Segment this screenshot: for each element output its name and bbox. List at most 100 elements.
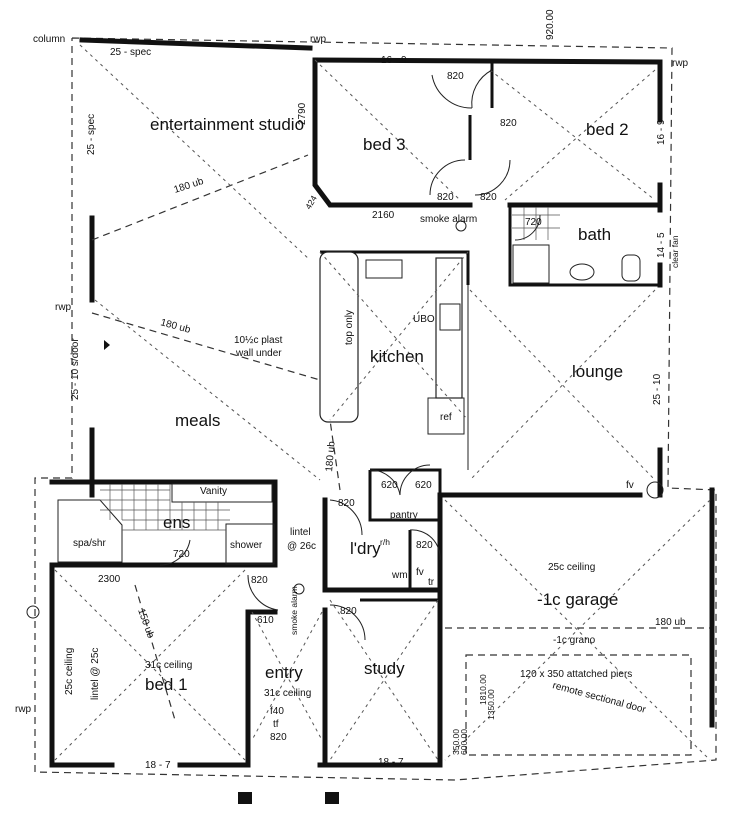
room-bed1: bed 1 bbox=[145, 675, 188, 694]
ceiling-31-bed: 31c ceiling bbox=[145, 660, 192, 671]
ldry-wall bbox=[322, 497, 443, 593]
dim-424: 424 bbox=[303, 193, 319, 211]
basin-icon bbox=[569, 263, 595, 281]
vanity-box bbox=[171, 483, 273, 503]
door-820-ldry: 820 bbox=[416, 540, 433, 551]
room-pantry: pantry bbox=[390, 510, 418, 521]
bath-tub bbox=[512, 244, 550, 284]
sectional-label: remote sectional door bbox=[551, 680, 647, 716]
room-bed2: bed 2 bbox=[586, 120, 629, 139]
dim-2160: 2160 bbox=[372, 210, 395, 221]
outer-wall-top bbox=[79, 37, 313, 51]
room-kitchen: kitchen bbox=[370, 347, 424, 366]
beam-2 bbox=[91, 312, 321, 381]
column-2 bbox=[325, 792, 339, 804]
bed3-wall bbox=[312, 57, 473, 208]
lintel-26: lintel bbox=[290, 527, 311, 538]
rwp-right: rwp bbox=[672, 58, 689, 69]
grano-label: -1c grano bbox=[553, 635, 596, 646]
clear-fan: clear fan bbox=[670, 235, 680, 268]
column-label: column bbox=[33, 34, 65, 45]
ceiling-diagonals bbox=[54, 44, 711, 761]
ub180-d: 180 ub bbox=[655, 617, 686, 628]
door-720-ens: 720 bbox=[173, 549, 190, 560]
site-boundary bbox=[34, 37, 717, 781]
ub180-b: 180 ub bbox=[159, 317, 192, 336]
dim-350: 350.00 bbox=[451, 729, 461, 755]
dim-25-10: 25 - 10 bbox=[652, 373, 663, 405]
tr-label: tr bbox=[428, 577, 435, 588]
garage-sectional-door bbox=[465, 654, 692, 756]
smoke-alarm-icon bbox=[455, 220, 467, 232]
bed1-wall bbox=[49, 562, 115, 768]
ref-label: ref bbox=[440, 412, 452, 423]
pantry-wall bbox=[368, 468, 442, 522]
rwp-bottom: rwp bbox=[15, 704, 32, 715]
ubo-label: UBO bbox=[413, 314, 435, 325]
arrow-icon bbox=[104, 340, 110, 350]
dim-16-9b: 16 - 9 bbox=[656, 119, 667, 145]
room-ens: ens bbox=[163, 513, 190, 532]
top-only-label: top only bbox=[344, 310, 355, 345]
bath-tiles bbox=[512, 207, 560, 240]
ub150: 150 ub bbox=[135, 607, 156, 640]
ceiling-25-left: 25c ceiling bbox=[64, 648, 75, 695]
fv-circle-icon bbox=[646, 481, 664, 499]
room-study: study bbox=[364, 659, 405, 678]
door-820-ldry-left: 820 bbox=[338, 498, 355, 509]
room-entry: entry bbox=[265, 663, 303, 682]
door-620-b: 620 bbox=[415, 480, 432, 491]
spec-top: 25 - spec bbox=[110, 47, 151, 58]
at-26c: @ 26c bbox=[287, 541, 316, 552]
shower-label: shower bbox=[230, 540, 263, 551]
bed1-right-wall bbox=[245, 609, 278, 768]
door-820-study: 820 bbox=[340, 606, 357, 617]
door-720-bath: 720 bbox=[525, 217, 542, 228]
cooktop-icon bbox=[439, 303, 461, 331]
room-bed3: bed 3 bbox=[363, 135, 406, 154]
beam-5 bbox=[134, 584, 176, 721]
ceiling-31-entry: 31c ceiling bbox=[264, 688, 311, 699]
ub180-c: 180 ub bbox=[324, 440, 338, 472]
room-entertainment-studio: entertainment studio bbox=[150, 115, 304, 134]
ens-tiles bbox=[100, 484, 230, 531]
tf-label: tf bbox=[273, 719, 279, 730]
room-ldry: l'dry bbox=[350, 539, 381, 558]
dim-2790: 2790 bbox=[297, 102, 308, 125]
spec-left: 25 - spec bbox=[86, 114, 97, 155]
column-1 bbox=[238, 792, 252, 804]
door-820-a: 820 bbox=[447, 71, 464, 82]
rwp-top: rwp bbox=[310, 34, 327, 45]
smoke-alarm-label-2: smoke alarm bbox=[289, 586, 299, 635]
dim-18-7a: 18 - 7 bbox=[145, 760, 171, 771]
sdoor-label: 25 - 10 s/door bbox=[70, 338, 81, 400]
dim-18-7b: 18 - 7 bbox=[378, 757, 404, 768]
room-garage: -1c garage bbox=[537, 590, 618, 609]
dim-920: 920.00 bbox=[545, 9, 556, 40]
room-lounge: lounge bbox=[572, 362, 623, 381]
toilet-icon bbox=[621, 254, 641, 282]
smoke-alarm-icon-2 bbox=[293, 583, 305, 595]
piers-label: 120 x 350 attatched piers bbox=[520, 669, 632, 680]
dim-1810: 1810.00 bbox=[478, 674, 488, 705]
room-meals: meals bbox=[175, 411, 220, 430]
beam-1 bbox=[91, 154, 309, 241]
dim-14-5: 14 - 5 bbox=[656, 232, 667, 258]
door-820-c: 820 bbox=[437, 192, 454, 203]
door-620-a: 620 bbox=[381, 480, 398, 491]
dim-16-9a: 16 - 9 bbox=[381, 55, 407, 66]
vanity-label: Vanity bbox=[200, 486, 227, 497]
smoke-alarm-label: smoke alarm bbox=[420, 214, 477, 225]
dim-600: 600.00 bbox=[459, 729, 469, 755]
wm-label: wm bbox=[391, 570, 408, 581]
door-820-bed1: 820 bbox=[251, 575, 268, 586]
spa-shr-label: spa/shr bbox=[73, 538, 106, 549]
shower-box bbox=[225, 523, 275, 565]
door-swings bbox=[159, 69, 541, 641]
dim-2300: 2300 bbox=[98, 574, 121, 585]
kitchen-bench bbox=[319, 251, 359, 423]
rwp-column-icon bbox=[26, 605, 40, 619]
door-610: 610 bbox=[257, 615, 274, 626]
lintel-25: lintel @ 25c bbox=[90, 648, 101, 700]
